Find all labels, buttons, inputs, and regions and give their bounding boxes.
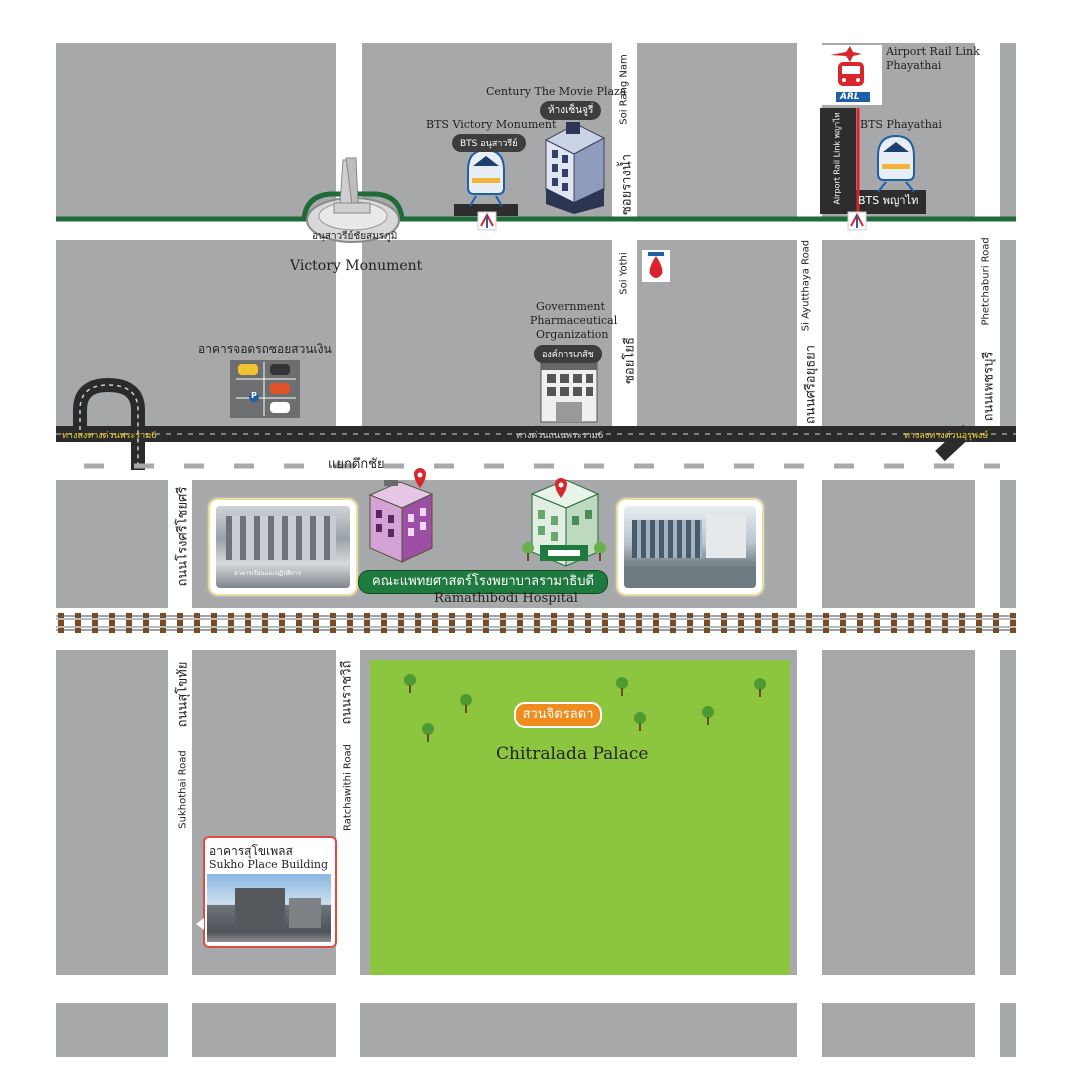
block [822, 650, 975, 975]
sukho-english-label: Sukho Place Building [209, 858, 329, 871]
location-pin-icon [555, 478, 567, 498]
block [1000, 1003, 1016, 1057]
block [822, 240, 975, 426]
road-soi-yothi: Soi Yothi [618, 252, 630, 295]
block [192, 1003, 336, 1057]
expressway-right-label: ทางลงทางด่วนอุรุพงษ์ [904, 431, 989, 441]
bts-victory-thai-label: BTS อนุสาวรีย์ [452, 134, 526, 152]
road-soi-rang-nam-thai: ซอยรางน้ำ [619, 153, 635, 216]
arl-label-line1: Airport Rail Link [886, 45, 980, 58]
purple-building-icon [368, 480, 434, 563]
expressway-mid-label: ทางด่วนถนนพระราม6 [516, 431, 604, 441]
victory-monument-thai-label: อนุสาวรีย์ชัยสมรภูมิ [312, 231, 398, 242]
bts-victory-label: BTS Victory Monument [426, 118, 557, 131]
tree-icon [754, 678, 766, 697]
road-phetchaburi-thai: ถนนเพชรบุรี [981, 351, 997, 422]
bts-phayathai-label: BTS Phayathai [860, 118, 942, 131]
century-label: Century The Movie Plaza [486, 85, 627, 98]
block [1000, 43, 1016, 218]
arl-logo-icon [822, 45, 882, 105]
hospital-english-label: Ramathibodi Hospital [434, 591, 578, 606]
block [56, 650, 168, 975]
sukho-place-card: อาคารสุโขเพลส Sukho Place Building [203, 836, 337, 948]
gpo-thai-label: องค์การเภสัช [534, 345, 602, 363]
palace-label: Chitralada Palace [496, 744, 649, 764]
century-plaza-building-icon [544, 122, 606, 214]
road-soi-rang-nam: Soi Rang Nam [618, 54, 630, 125]
parking-p-letter: P [251, 391, 257, 400]
road-rongsi-thai: ถนนโรงศรีโชยศรี [175, 486, 191, 587]
bts-train-icon [877, 134, 915, 193]
expressway [56, 426, 1016, 442]
road-ratchawithi: Ratchawithi Road [342, 744, 354, 832]
road-si-ayutthaya-thai: ถนนศรีอยุธยา [803, 344, 819, 425]
block [56, 1003, 168, 1057]
century-thai-label: ห้างเซ็นจูรี่ [540, 101, 602, 120]
tree-icon [460, 694, 472, 713]
hospital-building-icon [522, 479, 606, 567]
gpo-label-line3: Organization [536, 328, 609, 341]
tree-icon [634, 712, 646, 731]
tree-icon [616, 677, 628, 696]
road-soi-yothi-thai: ซอยโยธี [622, 337, 638, 384]
tree-icon [422, 723, 434, 742]
hospital-photo-card-right [616, 498, 764, 596]
victory-monument-icon [306, 157, 400, 243]
expressway-ramp-right [935, 424, 973, 462]
expressway-left-label: ทางลงทางด่วนพระราม6 [62, 431, 157, 441]
block [56, 480, 168, 608]
parking-lot-icon [230, 360, 300, 418]
gpo-label-line1: Government [536, 300, 605, 313]
bts-train-icon [467, 148, 505, 207]
parking-label: อาคารจอดรถซอยสวนเงิน [198, 342, 332, 356]
block [360, 1003, 797, 1057]
tree-icon [702, 706, 714, 725]
arl-logo-text: ARL [840, 92, 860, 102]
bts-logo-icon [847, 211, 867, 231]
road-si-ayutthaya: Si Ayutthaya Road [800, 239, 812, 332]
arl-label-line2: Phayathai [886, 59, 942, 72]
sukho-card-pointer [196, 918, 204, 930]
bts-phayathai-thai-label: BTS พญาไท [858, 194, 919, 207]
hospital-photo-card-left: อาคารเรียนและปฏิบัติการ [208, 498, 358, 596]
arl-vertical-label: Airport Rail Link พญาไท [832, 112, 842, 205]
location-pin-icon [414, 468, 426, 488]
photo-sign-text: อาคารเรียนและปฏิบัติการ [234, 570, 302, 577]
road-sukhothai: Sukhothai Road [177, 750, 189, 829]
block [822, 480, 975, 608]
gpo-building-icon [540, 361, 598, 423]
intersection-label: แยกตึกชัย [328, 457, 385, 472]
road-sukhothai-thai: ถนนสุโขทัย [175, 661, 191, 728]
tree-icon [404, 674, 416, 693]
hospital-thai-label: คณะแพทยศาสตร์โรงพยาบาลรามาธิบดี [372, 574, 594, 589]
hospital-photo-right [624, 506, 756, 588]
hospital-photo-left: อาคารเรียนและปฏิบัติการ [216, 506, 350, 588]
ptt-gas-station-icon [642, 250, 670, 282]
block [1000, 650, 1016, 975]
park-thai-badge: สวนจิตรลดา [514, 702, 602, 728]
victory-monument-label: Victory Monument [290, 258, 423, 274]
park-thai-label: สวนจิตรลดา [522, 707, 594, 722]
hospital-thai-banner: คณะแพทยศาสตร์โรงพยาบาลรามาธิบดี [358, 570, 608, 594]
sukho-thai-label: อาคารสุโขเพลส [209, 844, 293, 858]
block [1000, 480, 1016, 608]
block [822, 1003, 975, 1057]
gpo-label-line2: Pharmaceutical [530, 314, 618, 327]
sukho-photo [207, 874, 331, 942]
block [637, 43, 797, 218]
road-phetchaburi: Phetchaburi Road [980, 237, 992, 326]
road-ratchawithi-thai: ถนนราชวิถี [339, 660, 355, 725]
block [56, 43, 336, 218]
block [1000, 240, 1016, 426]
bts-logo-icon [477, 211, 497, 231]
